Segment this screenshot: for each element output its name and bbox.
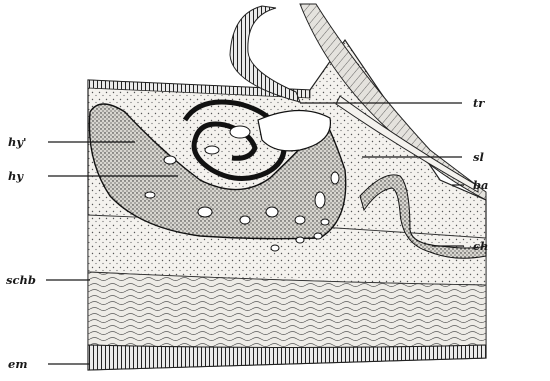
bottom-epithelium xyxy=(88,345,486,370)
label-sl: sl xyxy=(473,150,484,164)
label-tr: tr xyxy=(473,96,485,110)
label-hy: hy xyxy=(8,169,24,183)
label-schb: schb xyxy=(6,273,36,287)
label-ba: ba xyxy=(473,178,489,192)
label-hy-prime: hy' xyxy=(8,135,27,149)
label-ch: ch xyxy=(473,239,488,253)
label-em: em xyxy=(8,357,28,371)
